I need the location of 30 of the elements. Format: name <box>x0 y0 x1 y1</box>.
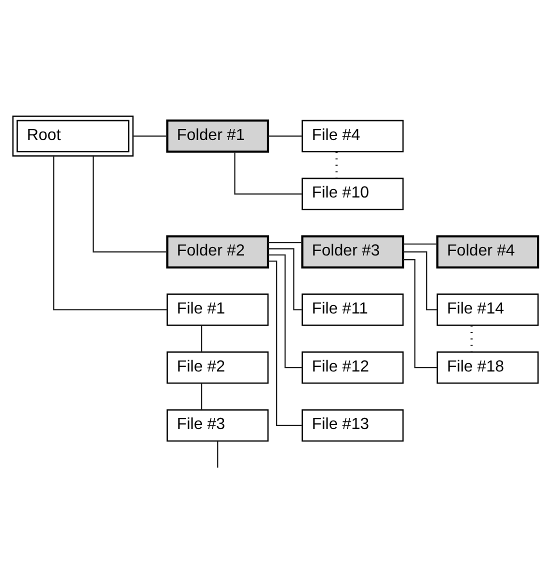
node-box: File #12 <box>302 350 404 384</box>
connector <box>200 325 202 352</box>
connector <box>268 248 302 310</box>
node-box: File #13 <box>302 408 404 442</box>
node-box: Folder #3 <box>301 234 404 268</box>
node-box: File #18 <box>436 350 539 384</box>
connector <box>53 156 168 310</box>
node-box: Folder #2 <box>166 234 270 268</box>
node-box: File #14 <box>436 293 539 326</box>
connector <box>268 260 302 426</box>
node-box: File #3 <box>166 408 269 442</box>
connector <box>92 156 168 252</box>
connector <box>403 250 438 310</box>
connector <box>200 382 202 410</box>
connector <box>268 135 302 136</box>
connector <box>268 241 302 243</box>
node-box: Folder #1 <box>166 119 270 152</box>
node-box: Folder #4 <box>436 234 540 268</box>
connector <box>234 151 302 194</box>
node-box: File #1 <box>166 293 269 326</box>
connector <box>403 258 438 368</box>
connector <box>133 135 168 136</box>
connector <box>217 440 218 468</box>
node-box: File #4 <box>302 119 404 152</box>
node-box: File #2 <box>166 350 269 384</box>
node-box: File #10 <box>302 177 404 210</box>
connector <box>403 243 438 244</box>
connector <box>268 254 302 368</box>
node-box: Root <box>12 115 134 156</box>
node-box: File #11 <box>302 293 404 326</box>
